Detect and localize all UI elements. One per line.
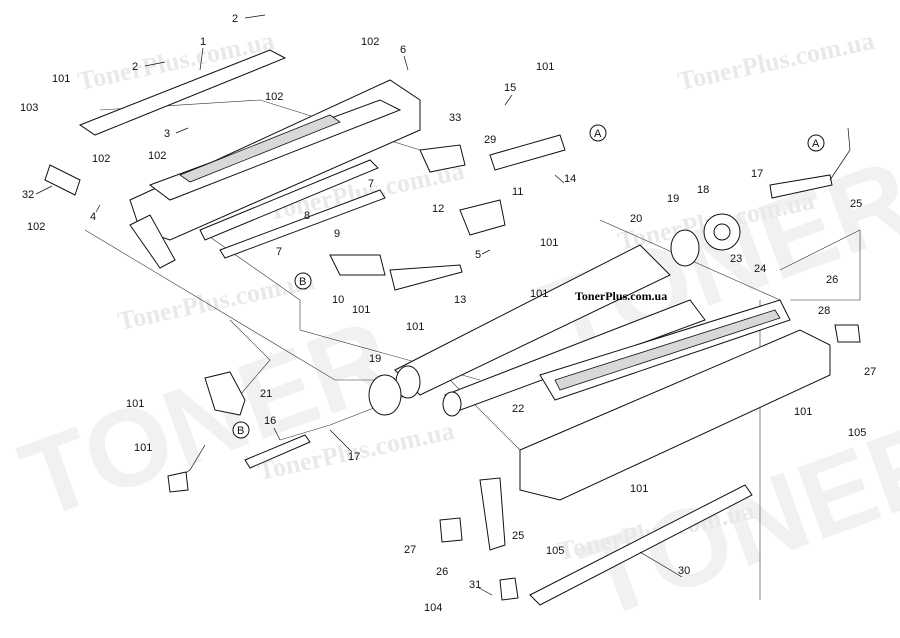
callout: 4 bbox=[90, 211, 96, 223]
callout: 26 bbox=[826, 274, 838, 286]
callout: 17 bbox=[348, 451, 360, 463]
callout: 21 bbox=[260, 388, 272, 400]
callout: 17 bbox=[751, 168, 763, 180]
callout: 101 bbox=[406, 321, 424, 333]
rollers bbox=[368, 213, 741, 417]
callout: 101 bbox=[352, 304, 370, 316]
watermark-brand: TONER bbox=[6, 296, 408, 543]
callout: 8 bbox=[304, 210, 310, 222]
callout: 104 bbox=[424, 602, 442, 614]
callout: 31 bbox=[469, 579, 481, 591]
callout-numbers: 1 2 2 3 4 5 6 7 7 8 9 10 11 12 13 14 15 … bbox=[20, 13, 876, 614]
callout: 25 bbox=[850, 198, 862, 210]
connector-b-label: B bbox=[299, 276, 306, 288]
connector-b-label: B bbox=[237, 425, 244, 437]
callout: 13 bbox=[454, 294, 466, 306]
callout: 101 bbox=[794, 406, 812, 418]
callout: 33 bbox=[449, 112, 461, 124]
callout: 20 bbox=[630, 213, 642, 225]
callout: 24 bbox=[754, 263, 766, 275]
callout: 102 bbox=[148, 150, 166, 162]
callout: 105 bbox=[848, 427, 866, 439]
connector-a-label: A bbox=[812, 138, 820, 150]
callout: 26 bbox=[436, 566, 448, 578]
site-label: TonerPlus.com.ua bbox=[575, 289, 667, 303]
callout: 16 bbox=[264, 415, 276, 427]
callout: 25 bbox=[512, 530, 524, 542]
callout: 102 bbox=[27, 221, 45, 233]
callout: 105 bbox=[546, 545, 564, 557]
callout: 19 bbox=[667, 193, 679, 205]
callout: 7 bbox=[368, 178, 374, 190]
callout: 32 bbox=[22, 189, 34, 201]
callout: 101 bbox=[630, 483, 648, 495]
callout: 3 bbox=[164, 128, 170, 140]
callout: 15 bbox=[504, 82, 516, 94]
callout: 101 bbox=[126, 398, 144, 410]
callout: 102 bbox=[361, 36, 379, 48]
callout: 22 bbox=[512, 403, 524, 415]
connector-markers: A A B B bbox=[232, 124, 825, 439]
upper-frame-assembly bbox=[44, 49, 566, 291]
callout: 12 bbox=[432, 203, 444, 215]
lower-frame bbox=[479, 299, 831, 606]
watermark-site: TonerPlus.com.ua bbox=[675, 26, 877, 96]
callout: 102 bbox=[92, 153, 110, 165]
connector-a-label: A bbox=[594, 128, 602, 140]
leader-lines bbox=[35, 14, 683, 596]
callout: 1 bbox=[200, 36, 206, 48]
callout: 9 bbox=[334, 228, 340, 240]
callout: 6 bbox=[400, 44, 406, 56]
callout: 28 bbox=[818, 305, 830, 317]
callout: 2 bbox=[132, 61, 138, 73]
callout: 23 bbox=[730, 253, 742, 265]
callout: 102 bbox=[265, 91, 283, 103]
callout: 7 bbox=[276, 246, 282, 258]
callout: 14 bbox=[564, 173, 576, 185]
callout: 101 bbox=[540, 237, 558, 249]
callout: 19 bbox=[369, 353, 381, 365]
callout: 30 bbox=[678, 565, 690, 577]
callout: 27 bbox=[864, 366, 876, 378]
callout: 27 bbox=[404, 544, 416, 556]
callout: 11 bbox=[512, 186, 523, 198]
left-detail-parts bbox=[167, 127, 861, 601]
callout: 18 bbox=[697, 184, 709, 196]
callout: 5 bbox=[475, 249, 481, 261]
callout: 101 bbox=[536, 61, 554, 73]
callout: 10 bbox=[332, 294, 344, 306]
callout: 101 bbox=[134, 442, 152, 454]
callout: 29 bbox=[484, 134, 496, 146]
callout: 103 bbox=[20, 102, 38, 114]
callout: 2 bbox=[232, 13, 238, 25]
callout: 101 bbox=[530, 288, 548, 300]
callout: 101 bbox=[52, 73, 70, 85]
